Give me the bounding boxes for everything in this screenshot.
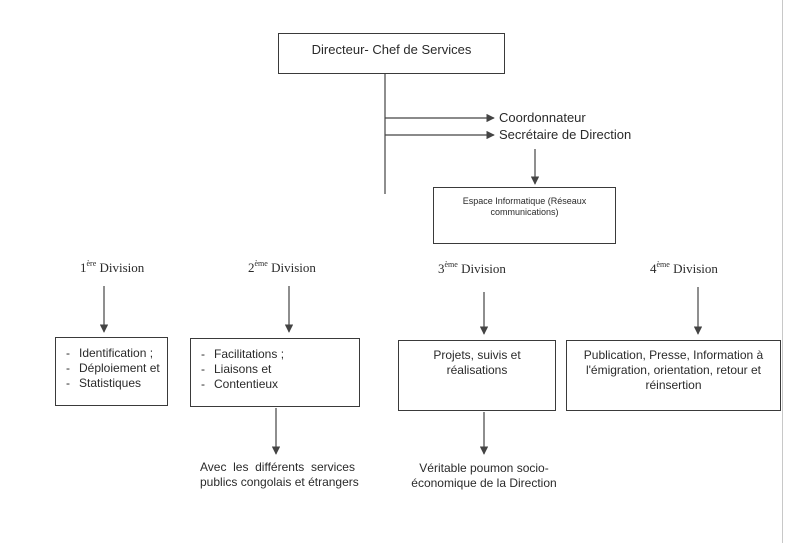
division-2-heading: 2ème Division — [248, 259, 316, 276]
secretary-label: Secrétaire de Direction — [499, 127, 632, 142]
director-label: Directeur- Chef de Services — [311, 42, 472, 57]
division-3-line1: Projets, suivis et — [433, 348, 521, 362]
division-1-box: Identification ; Déploiement et Statisti… — [55, 337, 168, 406]
list-item: Déploiement et — [66, 361, 160, 376]
it-space-box: Espace Informatique (Réseaux communicati… — [433, 187, 616, 244]
it-space-line1: Espace Informatique (Réseaux — [462, 196, 587, 206]
scan-edge-line — [782, 0, 783, 543]
it-space-line2: communications) — [490, 207, 559, 217]
division-4-line1: Publication, Presse, Information à — [583, 348, 764, 362]
division-4-line2: l'émigration, orientation, retour et — [585, 363, 762, 377]
division-1-list: Identification ; Déploiement et Statisti… — [66, 346, 160, 391]
director-box: Directeur- Chef de Services — [278, 33, 505, 74]
list-item: Statistiques — [66, 376, 160, 391]
list-item: Liaisons et — [201, 362, 284, 377]
division-2-note-line1: Avec les différents services — [200, 460, 355, 474]
division-2-note-line2: publics congolais et étrangers — [200, 475, 359, 489]
division-2-box: Facilitations ; Liaisons et Contentieux — [190, 338, 360, 407]
division-3-line2: réalisations — [446, 363, 508, 377]
division-3-heading: 3ème Division — [438, 260, 506, 277]
list-item: Facilitations ; — [201, 347, 284, 362]
list-item: Contentieux — [201, 377, 284, 392]
division-3-note-line2: économique de la Direction — [411, 476, 557, 490]
division-1-heading: 1ère Division — [80, 259, 145, 276]
division-4-heading: 4ème Division — [650, 260, 718, 277]
division-3-note-line1: Véritable poumon socio- — [419, 461, 549, 475]
list-item: Identification ; — [66, 346, 160, 361]
coordinator-label: Coordonnateur — [499, 110, 586, 125]
division-4-line3: réinsertion — [645, 378, 702, 392]
division-3-box: Projets, suivis et réalisations — [398, 340, 556, 411]
division-4-box: Publication, Presse, Information à l'émi… — [566, 340, 781, 411]
division-2-list: Facilitations ; Liaisons et Contentieux — [201, 347, 284, 392]
